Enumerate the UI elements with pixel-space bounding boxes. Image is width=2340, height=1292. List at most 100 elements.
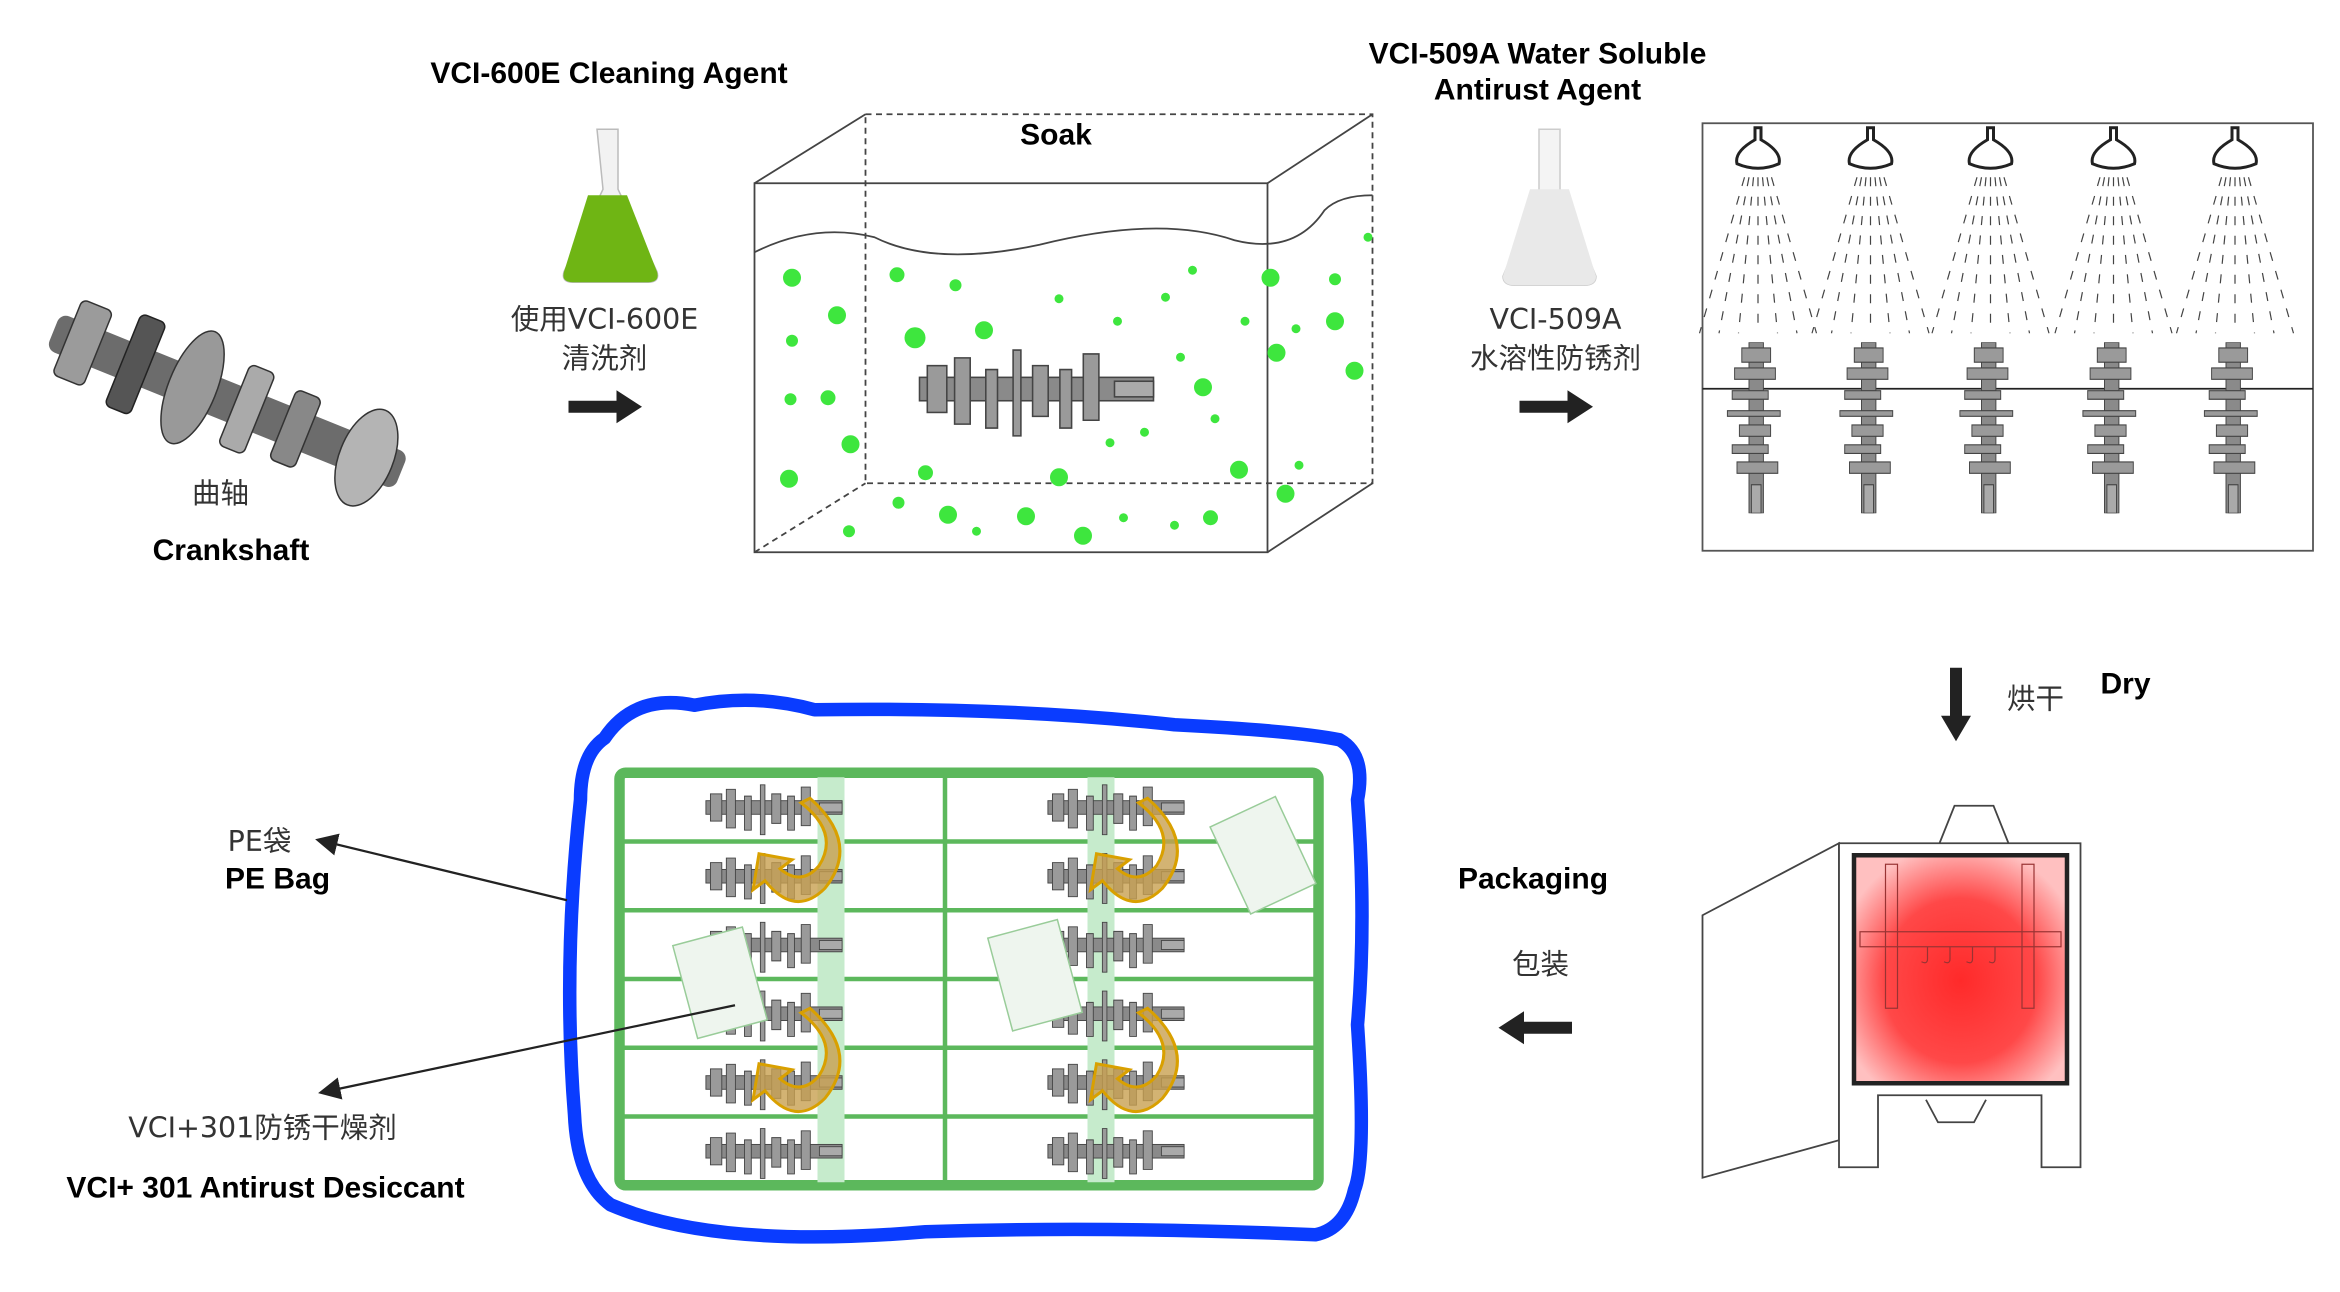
antirust-agent-title-line2: Antirust Agent (1434, 73, 1641, 106)
spray-stream (1874, 177, 1891, 334)
desiccant-label-en: VCI+ 301 Antirust Desiccant (66, 1171, 464, 1204)
pe-bag-label-cn: PE袋 (228, 825, 292, 858)
dry-label-cn: 烘干 (2007, 682, 2064, 715)
pe-bag-label-en: PE Bag (225, 862, 330, 895)
desiccant-packet-icon (986, 918, 1084, 1032)
bubble (780, 469, 798, 488)
drying-oven (1701, 804, 2082, 1179)
spray-stream (1850, 177, 1867, 334)
spray-stream (2243, 177, 2275, 334)
bubble (1230, 460, 1248, 479)
spray-chamber (1701, 122, 2314, 552)
bubble (1267, 343, 1286, 362)
bubble (1188, 265, 1197, 275)
bubble (1210, 414, 1220, 424)
bubble (939, 505, 957, 524)
bubble (1119, 513, 1128, 523)
white-flask-icon (1502, 128, 1597, 286)
desiccant-packet-icon (1209, 795, 1317, 915)
spray-stream (1718, 177, 1750, 334)
spray-stream (2073, 177, 2106, 334)
antirust-agent-title-line1: VCI-509A Water Soluble (1369, 37, 1707, 70)
packaging-label-cn: 包装 (1512, 948, 1569, 981)
bubble (1140, 427, 1149, 437)
spray-stream (1878, 177, 1911, 334)
desiccant-packet-icon (671, 926, 769, 1040)
bubble (1050, 468, 1068, 487)
arrow-right-icon (568, 390, 642, 424)
curved-arrow-icon (750, 1006, 842, 1114)
bubble (1176, 352, 1185, 362)
bubble (1276, 484, 1295, 503)
spray-nozzles (1698, 126, 2295, 514)
bubble (820, 390, 836, 406)
bubbles (780, 232, 1373, 545)
spray-nozzle-icon (1735, 126, 1781, 170)
spray-stream (1970, 177, 1987, 334)
spray-stream (2054, 177, 2101, 334)
bubble (1294, 460, 1304, 470)
arrow-down-icon (1941, 667, 1971, 742)
soak-label: Soak (1020, 118, 1092, 151)
spray-stream (2195, 177, 2227, 334)
soak-tank (753, 113, 1374, 554)
bubble (1363, 232, 1373, 242)
spray-stream (1994, 177, 2011, 334)
bubble (904, 327, 926, 349)
bubble (1291, 324, 1301, 334)
pe-bag-pointer-arrow (315, 833, 568, 902)
bubble (1203, 510, 1218, 526)
spray-stream (1811, 177, 1858, 334)
spray-stream (1950, 177, 1983, 334)
bubble (1113, 316, 1122, 326)
bubble (975, 321, 993, 340)
spray-stream (2247, 177, 2295, 334)
green-flask-icon (562, 128, 659, 283)
crankshaft-label-cn: 曲轴 (192, 477, 249, 510)
spray-stream (1931, 177, 1978, 334)
spray-stream (1737, 177, 1755, 334)
spray-stream (1883, 177, 1930, 334)
bubble (889, 267, 905, 283)
bubble (1240, 316, 1250, 326)
bubble (949, 279, 962, 292)
bubble (918, 465, 933, 481)
antirust-agent-cn-line1: VCI-509A (1490, 303, 1622, 336)
bubble (1170, 520, 1179, 530)
arrow-right-icon (1519, 390, 1593, 424)
spray-nozzle-icon (1847, 126, 1894, 170)
spray-nozzle-icon (2090, 126, 2137, 170)
dry-label-en: Dry (2100, 667, 2150, 700)
curved-arrow-icon (1088, 796, 1179, 904)
cleaning-agent-cn-line1: 使用VCI-600E (511, 303, 699, 336)
spray-stream (2214, 177, 2232, 334)
bubble (843, 525, 855, 538)
bubble (1054, 294, 1064, 304)
spray-stream (1761, 177, 1779, 334)
spray-nozzle-icon (2212, 126, 2258, 170)
bubble (786, 334, 798, 347)
curved-arrow-icon (750, 796, 842, 904)
bubble (828, 306, 846, 325)
bubble (1105, 438, 1115, 448)
spray-stream (2093, 177, 2110, 334)
bubble (1326, 312, 1344, 331)
bubble (1329, 273, 1341, 286)
cleaning-agent-title: VCI-600E Cleaning Agent (430, 57, 787, 90)
bubble (783, 268, 801, 287)
arrow-left-icon (1498, 1011, 1572, 1045)
spray-stream (2175, 177, 2223, 334)
bubble (1345, 361, 1364, 380)
spray-nozzle-icon (1967, 126, 2014, 170)
spray-stream (2117, 177, 2134, 334)
bubble (841, 435, 860, 454)
bubble (972, 526, 981, 536)
pe-bag-outline (562, 693, 1369, 1244)
packaging-label-en: Packaging (1458, 862, 1608, 895)
bubble (1017, 507, 1035, 526)
bubble (1161, 292, 1170, 302)
spray-stream (1770, 177, 1818, 334)
cleaning-agent-cn-line2: 清洗剂 (562, 342, 648, 375)
bubble (784, 393, 797, 406)
